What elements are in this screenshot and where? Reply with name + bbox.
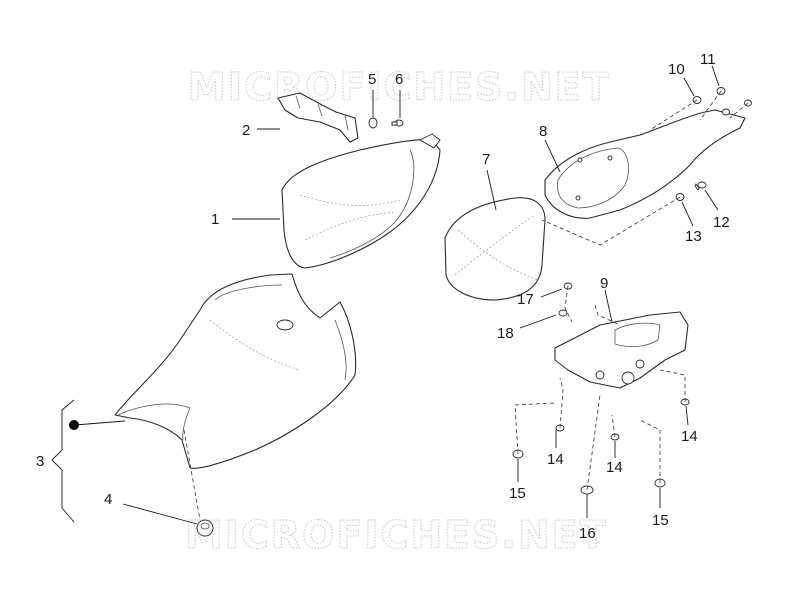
callout-15-a: 15 [509,485,526,502]
part-7-pillion-seat [444,197,546,301]
callout-5: 5 [368,71,376,88]
callout-8: 8 [539,123,547,140]
part-6-screw [391,119,404,127]
watermark-bottom: MICROFICHES.NET [185,513,608,557]
callout-9: 9 [600,275,608,292]
callout-10: 10 [668,61,685,78]
assembly-guides [183,90,749,521]
callout-18: 18 [497,325,514,342]
callout-7: 7 [482,151,490,168]
watermark-top: MICROFICHES.NET [188,65,611,109]
marker-dot [69,420,79,430]
part-11-nut [716,87,752,116]
callout-11: 11 [700,51,716,68]
part-3-rider-seat [114,273,357,469]
callout-6: 6 [395,71,403,88]
callout-14-c: 14 [681,428,698,445]
callout-16: 16 [579,525,596,542]
callout-leaders [51,65,720,525]
part-8-tail-fairing [544,109,746,219]
part-18-washer [558,309,568,317]
callout-15-b: 15 [652,512,669,529]
callout-4: 4 [104,491,112,508]
part-5-washer [368,117,378,129]
part-9-support-plate [554,311,689,389]
part-12-screw [694,181,707,191]
callout-17: 17 [517,291,534,308]
callout-1: 1 [211,211,219,228]
callout-14-b: 14 [606,459,623,476]
part-1-tail-cover [281,133,441,269]
callout-12: 12 [713,214,730,231]
callout-3: 3 [36,453,44,470]
callout-13: 13 [685,228,702,245]
part-4-grommet [196,519,214,537]
callout-14-a: 14 [547,451,564,468]
part-2-bracket [277,92,359,143]
callout-2: 2 [242,122,250,139]
callout-labels: 1 2 3 4 5 6 7 8 9 10 11 12 13 14 14 14 1… [36,51,730,542]
